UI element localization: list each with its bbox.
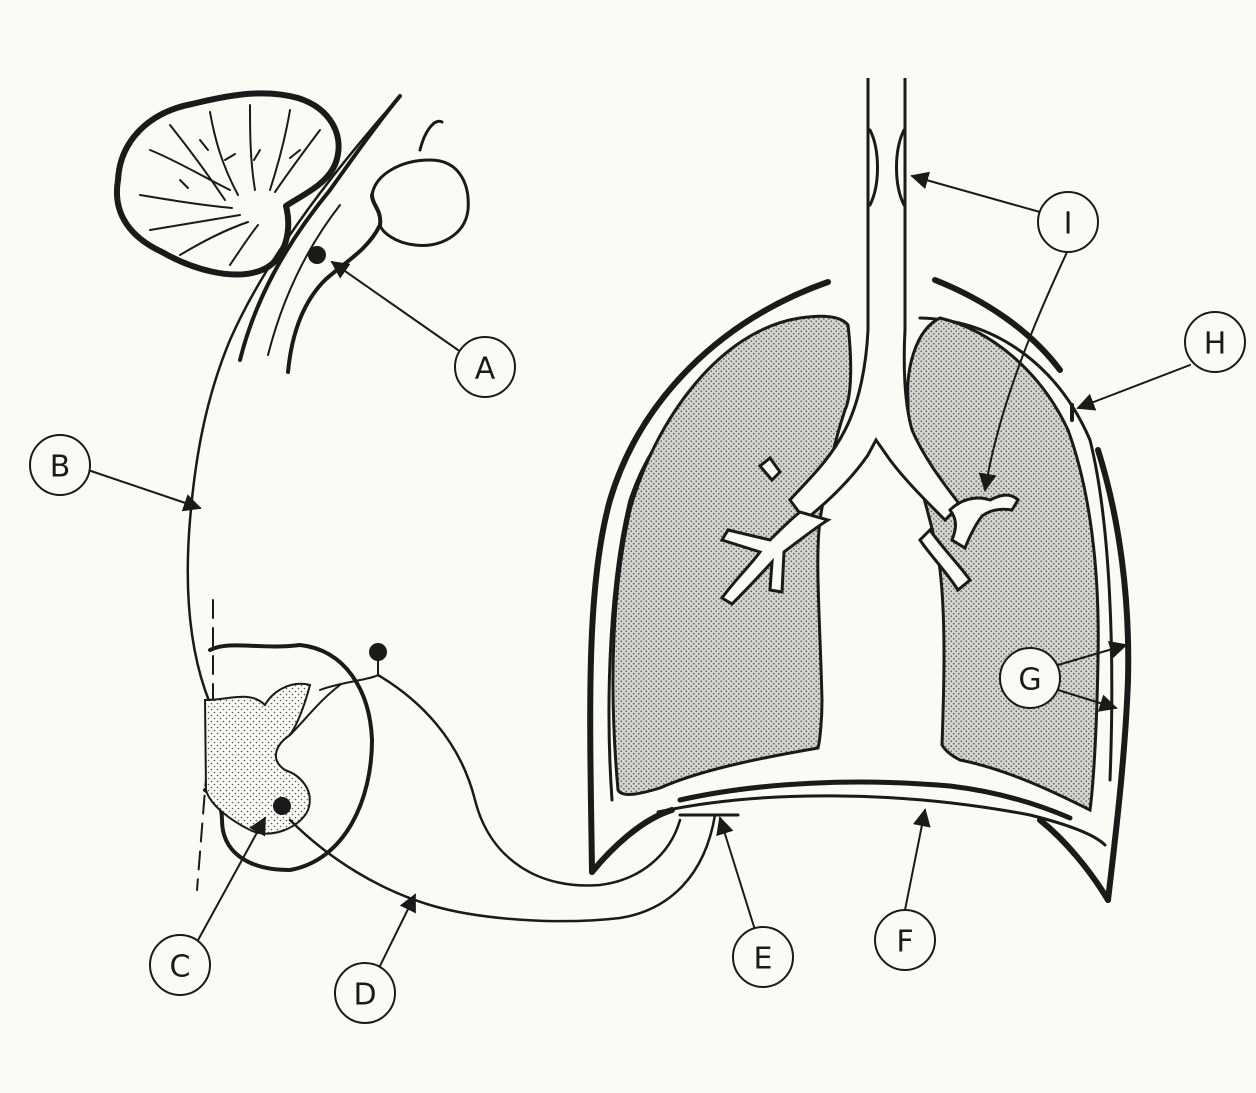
callout-I: I bbox=[1038, 192, 1098, 252]
callout-B: B bbox=[30, 435, 90, 495]
callout-D: D bbox=[335, 963, 395, 1023]
callout-D-label: D bbox=[353, 978, 376, 1013]
brainstem bbox=[240, 96, 468, 372]
sensory-neuron-dot bbox=[369, 643, 387, 661]
callout-H: H bbox=[1185, 312, 1245, 372]
right-lung bbox=[908, 318, 1099, 810]
vagus-nerve bbox=[188, 96, 400, 760]
callout-E-label: E bbox=[754, 942, 773, 977]
callout-G-label: G bbox=[1018, 663, 1041, 698]
callout-H-label: H bbox=[1204, 327, 1227, 362]
callout-C-label: C bbox=[170, 950, 191, 985]
respiratory-center-dot bbox=[308, 246, 326, 264]
callout-F: F bbox=[875, 910, 935, 970]
left-lung bbox=[613, 316, 851, 794]
callout-B-label: B bbox=[50, 450, 71, 485]
phrenic-nerve bbox=[290, 815, 715, 921]
cerebellum bbox=[117, 93, 339, 274]
callout-I-label: I bbox=[1064, 207, 1073, 242]
callout-A: A bbox=[455, 337, 515, 397]
callout-E: E bbox=[733, 927, 793, 987]
callout-C: C bbox=[150, 935, 210, 995]
carotid-body bbox=[205, 684, 340, 834]
chemoreceptor-dot bbox=[273, 797, 291, 815]
callout-G: G bbox=[1000, 648, 1060, 708]
callout-F-label: F bbox=[896, 925, 913, 960]
callout-A-label: A bbox=[475, 352, 496, 387]
